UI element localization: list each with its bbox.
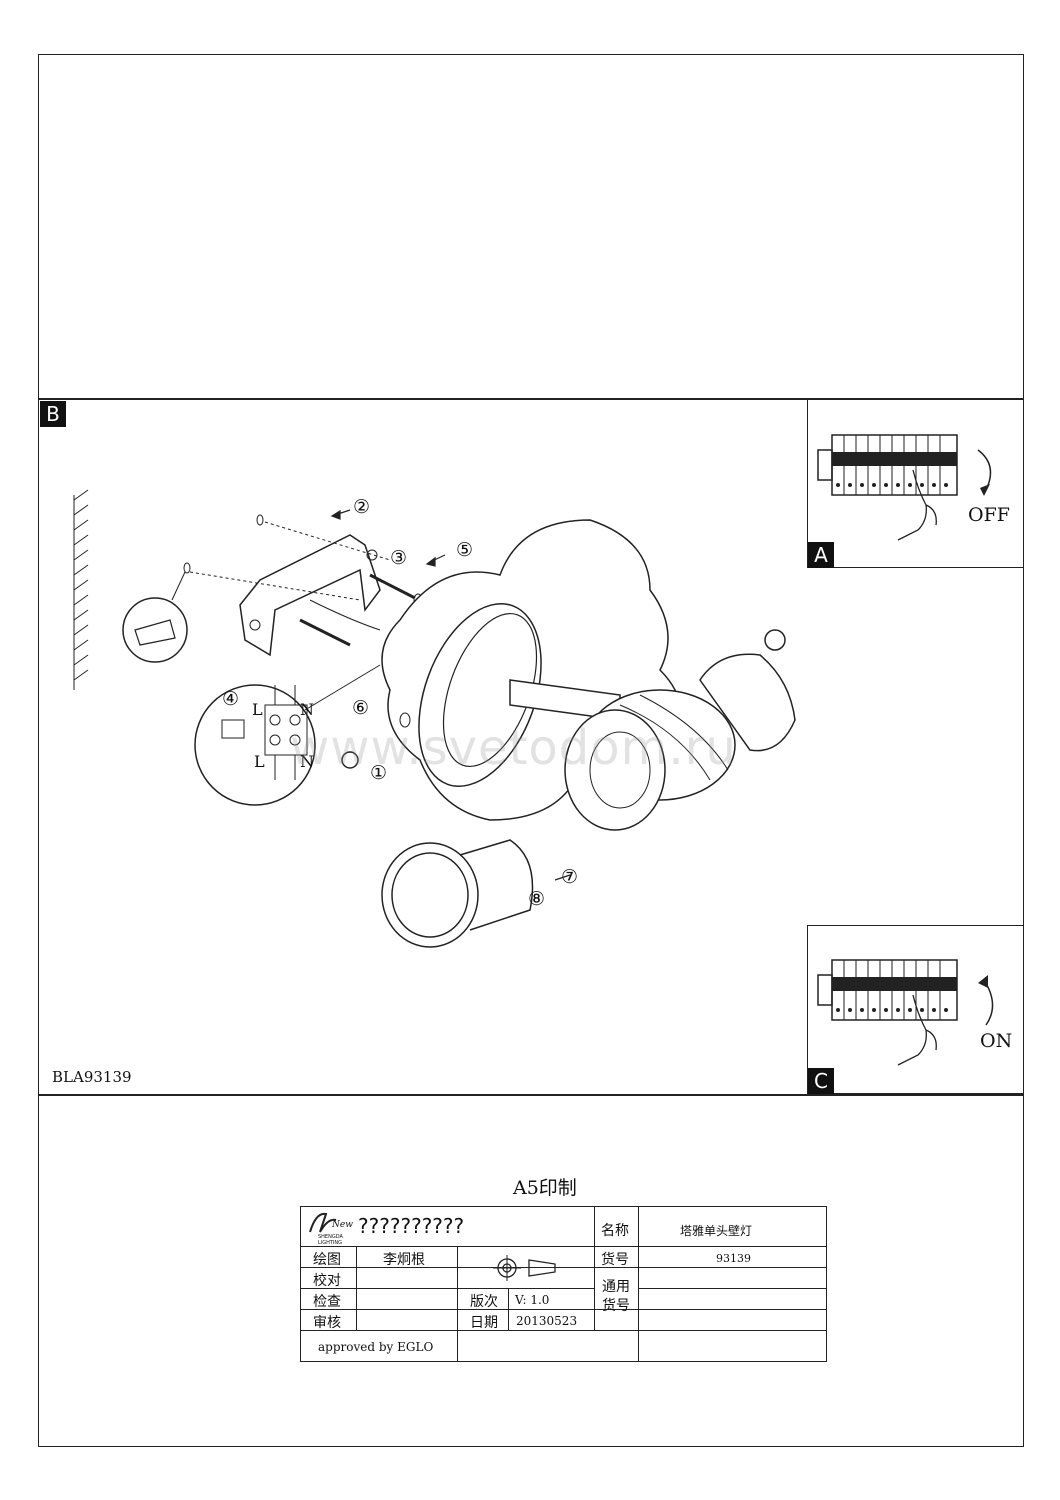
title-block	[300, 1206, 827, 1362]
approved-text: approved by EGLO	[318, 1340, 434, 1354]
logo-text: New	[332, 1220, 353, 1230]
section-a-label: A	[808, 542, 834, 568]
step-4-label: ④	[222, 688, 240, 710]
step-1-label: ①	[370, 762, 388, 784]
inspect-label: 检查	[313, 1294, 341, 1310]
step-3-label: ③	[390, 547, 408, 569]
panel-c-on	[807, 925, 1024, 1094]
company-name: ??????????	[358, 1214, 465, 1238]
divider-bottom	[38, 1094, 1024, 1096]
company-logo	[309, 1212, 337, 1233]
model-code: BLA93139	[52, 1068, 132, 1086]
breaker-off-icon	[817, 434, 992, 541]
step-6-label: ⑥	[352, 697, 370, 719]
wire-n-bottom: N	[300, 752, 314, 771]
general-item-label: 通用货号	[602, 1279, 630, 1314]
name-value: 塔雅单头壁灯	[680, 1224, 753, 1238]
item-value: 93139	[716, 1252, 751, 1265]
wiring-inset	[194, 684, 316, 806]
draw-label: 绘图	[313, 1252, 341, 1268]
panel-a-off	[807, 399, 1024, 568]
step-8-label: ⑧	[528, 888, 546, 910]
step-2-label: ②	[353, 496, 371, 518]
version-label: 版次	[470, 1294, 498, 1310]
check-label: 校对	[313, 1273, 341, 1289]
step-5-label: ⑤	[456, 539, 474, 561]
section-b-label: B	[40, 401, 66, 427]
breaker-on-icon	[817, 959, 994, 1066]
date-label: 日期	[470, 1315, 498, 1331]
assembly-diagram	[73, 489, 796, 948]
divider-top	[38, 398, 1024, 400]
review-label: 审核	[313, 1315, 341, 1331]
bulb-front	[381, 842, 479, 948]
wall-plug-inset	[122, 597, 188, 663]
wire-l-top: L	[252, 700, 263, 719]
item-label: 货号	[601, 1252, 629, 1268]
draw-value: 李炯根	[383, 1252, 425, 1268]
off-label: OFF	[968, 504, 1010, 526]
mounting-bracket	[239, 534, 381, 657]
wire-l-bottom: L	[254, 752, 265, 771]
decor-head	[699, 653, 796, 752]
wire-n-top: N	[300, 700, 314, 719]
on-label: ON	[980, 1030, 1013, 1052]
page-frame	[38, 54, 1024, 1447]
section-c-label: C	[808, 1068, 834, 1094]
name-label: 名称	[601, 1223, 629, 1239]
version-value: V: 1.0	[515, 1293, 550, 1307]
print-note: A5印制	[513, 1177, 577, 1199]
step-7-label: ⑦	[561, 866, 579, 888]
projection-symbol-icon	[493, 1255, 556, 1281]
logo-subtext: SHENGDA LIGHTING	[318, 1234, 343, 1246]
date-value: 20130523	[516, 1314, 578, 1328]
watermark: www.svetodom.ru	[290, 720, 737, 776]
wall-hatch	[73, 489, 89, 690]
